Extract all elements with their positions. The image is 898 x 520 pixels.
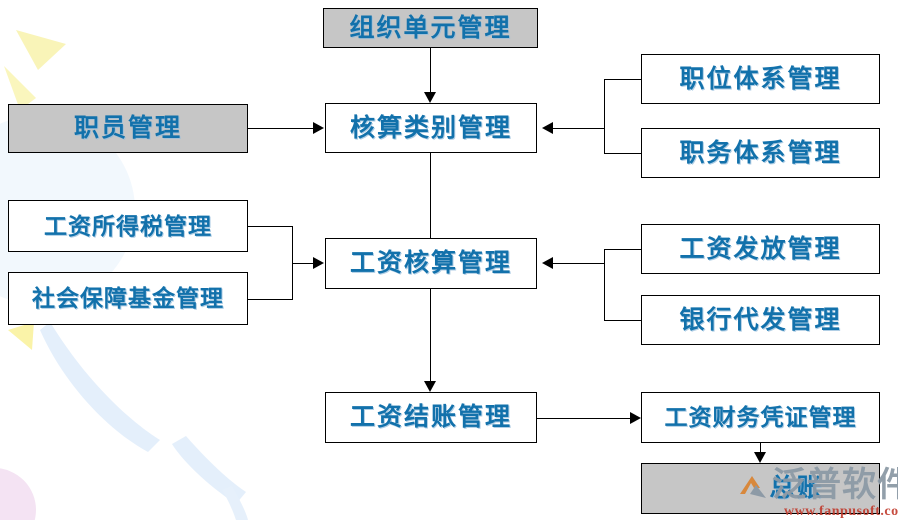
blue-swoosh-mid (172, 436, 246, 504)
connector-right-mid-bracket (604, 249, 605, 321)
node-label: 工资发放管理 (679, 235, 842, 263)
arrowhead-org-to-category (424, 92, 436, 103)
connector-category-to-payroll (430, 152, 431, 248)
arrowhead-bracket-to-payroll-right (542, 257, 553, 269)
node-label: 职务体系管理 (679, 139, 842, 167)
node-social-security-fund-management[interactable]: 社会保障基金管理 (8, 272, 248, 325)
node-payroll-settlement-management[interactable]: 工资结账管理 (325, 392, 537, 443)
node-bank-payment-management[interactable]: 银行代发管理 (641, 295, 880, 345)
node-label: 工资核算管理 (349, 250, 512, 277)
connector-bracket-to-payroll-right (553, 263, 604, 264)
node-label: 工资所得税管理 (44, 213, 212, 239)
arrowhead-voucher-to-ledger (754, 452, 766, 463)
arrowhead-staff-to-category (313, 122, 324, 134)
connector-staff-to-category (248, 128, 313, 129)
node-general-ledger[interactable]: 总账 (641, 463, 880, 514)
node-payroll-voucher-management[interactable]: 工资财务凭证管理 (641, 392, 880, 443)
node-label: 社会保障基金管理 (32, 286, 224, 311)
pink-circle (0, 468, 36, 520)
node-label: 核算类别管理 (349, 114, 512, 142)
connector-bank-stub (604, 320, 641, 321)
node-label: 银行代发管理 (679, 306, 842, 334)
connector-settlement-to-voucher (537, 418, 630, 419)
yellow-triangle-one (16, 30, 66, 70)
node-label: 组织单元管理 (349, 14, 512, 42)
connector-position-stub (604, 79, 641, 80)
node-label: 工资结账管理 (349, 404, 512, 431)
node-label: 总账 (769, 475, 824, 502)
node-label: 职位体系管理 (679, 65, 842, 93)
node-staff-management[interactable]: 职员管理 (8, 104, 248, 153)
arrowhead-payroll-to-settlement (424, 381, 436, 392)
connector-bracket-to-payroll (292, 263, 313, 264)
connector-org-to-category (430, 48, 431, 92)
node-payroll-payment-management[interactable]: 工资发放管理 (641, 224, 880, 274)
node-label: 职员管理 (73, 115, 182, 142)
connector-duty-stub (604, 153, 641, 154)
connector-right-top-bracket (604, 79, 605, 154)
node-label: 工资财务凭证管理 (664, 405, 857, 430)
arrowhead-bracket-to-category (542, 122, 553, 134)
blue-swoosh-tail (222, 486, 248, 520)
yellow-triangle-three (8, 322, 34, 350)
connector-payroll-to-settlement (430, 289, 431, 381)
node-position-system-management[interactable]: 职位体系管理 (641, 54, 880, 104)
connector-bracket-to-category (553, 128, 604, 129)
blue-swoosh-lower (40, 322, 160, 452)
connector-payment-stub (604, 249, 641, 250)
connector-socialsecurity-stub (248, 299, 292, 300)
arrowhead-bracket-to-payroll (313, 257, 324, 269)
node-org-unit-management[interactable]: 组织单元管理 (323, 8, 538, 48)
connector-voucher-to-ledger (760, 443, 761, 453)
node-payroll-accounting-management[interactable]: 工资核算管理 (325, 238, 537, 289)
node-accounting-category-management[interactable]: 核算类别管理 (325, 103, 537, 153)
node-duty-system-management[interactable]: 职务体系管理 (641, 128, 880, 178)
node-income-tax-management[interactable]: 工资所得税管理 (8, 200, 248, 252)
connector-incometax-stub (248, 226, 292, 227)
arrowhead-settlement-to-voucher (630, 412, 641, 424)
